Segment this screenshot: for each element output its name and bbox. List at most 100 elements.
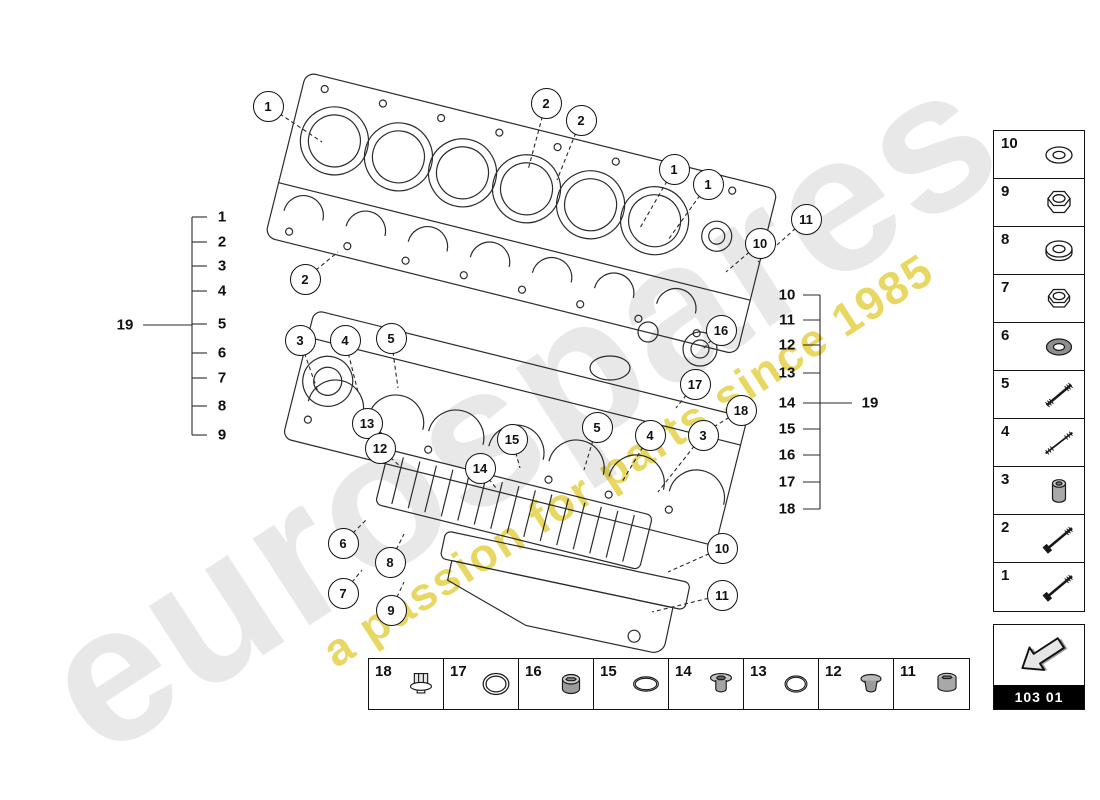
group-item-8[interactable]: 8: [217, 397, 227, 415]
group-label-19: 19: [861, 394, 879, 412]
side-panel-row-8[interactable]: 8: [994, 227, 1084, 275]
callout-18[interactable]: 18: [725, 394, 757, 426]
callout-12[interactable]: 12: [364, 432, 396, 464]
callout-4[interactable]: 4: [634, 419, 666, 451]
flanged-sleeve-icon: [702, 665, 740, 703]
side-panel-row-4[interactable]: 4: [994, 419, 1084, 467]
callout-1[interactable]: 1: [252, 90, 284, 122]
hex-flange-plug-icon: [402, 665, 440, 703]
group-item-14[interactable]: 14: [778, 394, 796, 412]
up-left-arrow-icon: [994, 625, 1084, 685]
group-item-17[interactable]: 17: [778, 473, 796, 491]
part-number: 6: [1001, 327, 1010, 344]
group-item-6[interactable]: 6: [217, 344, 227, 362]
part-number: 8: [1001, 231, 1010, 248]
large-ring-icon: [477, 665, 515, 703]
bottom-cell-13[interactable]: 13: [744, 659, 819, 709]
group-item-18[interactable]: 18: [778, 500, 796, 518]
side-panel-row-10[interactable]: 10: [994, 131, 1084, 179]
parts-bottom-panel: 18 17 16 15 14 13 12 11: [368, 658, 970, 710]
group-item-11[interactable]: 11: [779, 311, 795, 329]
callout-1[interactable]: 1: [692, 168, 724, 200]
hex-nut-icon: [1039, 279, 1079, 319]
ring-icon: [777, 665, 815, 703]
group-item-9[interactable]: 9: [217, 426, 227, 444]
callout-2[interactable]: 2: [565, 104, 597, 136]
washer-thick-icon: [1039, 231, 1079, 271]
group-item-12[interactable]: 12: [778, 336, 796, 354]
callout-10[interactable]: 10: [744, 227, 776, 259]
group-item-4[interactable]: 4: [217, 282, 227, 300]
part-number: 4: [1001, 423, 1010, 440]
callout-10[interactable]: 10: [706, 532, 738, 564]
part-number: 2: [1001, 519, 1010, 536]
side-panel-row-3[interactable]: 3: [994, 467, 1084, 515]
part-number: 15: [600, 663, 617, 680]
group-item-10[interactable]: 10: [778, 286, 796, 304]
drain-plug-icon: [852, 665, 890, 703]
group-item-16[interactable]: 16: [778, 446, 796, 464]
callout-3[interactable]: 3: [687, 419, 719, 451]
stud-icon: [1039, 375, 1079, 415]
seal-ring-icon: [1039, 327, 1079, 367]
callout-15[interactable]: 15: [496, 423, 528, 455]
callout-4[interactable]: 4: [329, 324, 361, 356]
callout-11[interactable]: 11: [790, 203, 822, 235]
callout-9[interactable]: 9: [375, 594, 407, 626]
page-code: 103 01: [994, 685, 1084, 709]
side-panel-row-1[interactable]: 1: [994, 563, 1084, 611]
group-item-3[interactable]: 3: [217, 257, 227, 275]
callout-5[interactable]: 5: [581, 411, 613, 443]
group-item-1[interactable]: 1: [217, 208, 227, 226]
part-number: 12: [825, 663, 842, 680]
callout-6[interactable]: 6: [327, 527, 359, 559]
side-panel-row-9[interactable]: 9: [994, 179, 1084, 227]
callout-11[interactable]: 11: [706, 579, 738, 611]
callout-3[interactable]: 3: [284, 324, 316, 356]
part-number: 7: [1001, 279, 1010, 296]
part-number: 9: [1001, 183, 1010, 200]
part-number: 11: [900, 663, 916, 680]
side-panel-row-2[interactable]: 2: [994, 515, 1084, 563]
group-item-2[interactable]: 2: [217, 233, 227, 251]
part-number: 14: [675, 663, 692, 680]
callout-16[interactable]: 16: [705, 314, 737, 346]
callout-7[interactable]: 7: [327, 577, 359, 609]
side-panel-row-6[interactable]: 6: [994, 323, 1084, 371]
long-bolt-icon: [1039, 567, 1079, 607]
part-number: 17: [450, 663, 467, 680]
part-number: 16: [525, 663, 542, 680]
callout-1[interactable]: 1: [658, 153, 690, 185]
side-panel-row-7[interactable]: 7: [994, 275, 1084, 323]
socket-plug-icon: [928, 665, 966, 703]
group-label-19: 19: [116, 316, 134, 334]
callout-8[interactable]: 8: [374, 546, 406, 578]
bottom-cell-14[interactable]: 14: [669, 659, 744, 709]
screw-plug-icon: [552, 665, 590, 703]
group-item-13[interactable]: 13: [778, 364, 796, 382]
group-item-7[interactable]: 7: [217, 369, 227, 387]
sleeve-icon: [1039, 471, 1079, 511]
callout-14[interactable]: 14: [464, 452, 496, 484]
group-item-5[interactable]: 5: [217, 315, 227, 333]
callout-2[interactable]: 2: [530, 87, 562, 119]
bottom-cell-11[interactable]: 11: [894, 659, 969, 709]
side-panel-row-5[interactable]: 5: [994, 371, 1084, 419]
callout-2[interactable]: 2: [289, 263, 321, 295]
callout-17[interactable]: 17: [679, 368, 711, 400]
part-number: 13: [750, 663, 767, 680]
washer-icon: [1039, 135, 1079, 175]
group-item-15[interactable]: 15: [778, 420, 796, 438]
part-number: 5: [1001, 375, 1010, 392]
hex-nut-3d-icon: [1039, 183, 1079, 223]
callout-5[interactable]: 5: [375, 322, 407, 354]
o-ring-icon: [627, 665, 665, 703]
bottom-cell-17[interactable]: 17: [444, 659, 519, 709]
nav-box[interactable]: 103 01: [993, 624, 1085, 710]
bottom-cell-16[interactable]: 16: [519, 659, 594, 709]
bottom-cell-15[interactable]: 15: [594, 659, 669, 709]
bottom-cell-18[interactable]: 18: [369, 659, 444, 709]
bottom-cell-12[interactable]: 12: [819, 659, 894, 709]
parts-side-panel: 10 9 8 7 6 5 4 3 2 1: [993, 130, 1085, 612]
